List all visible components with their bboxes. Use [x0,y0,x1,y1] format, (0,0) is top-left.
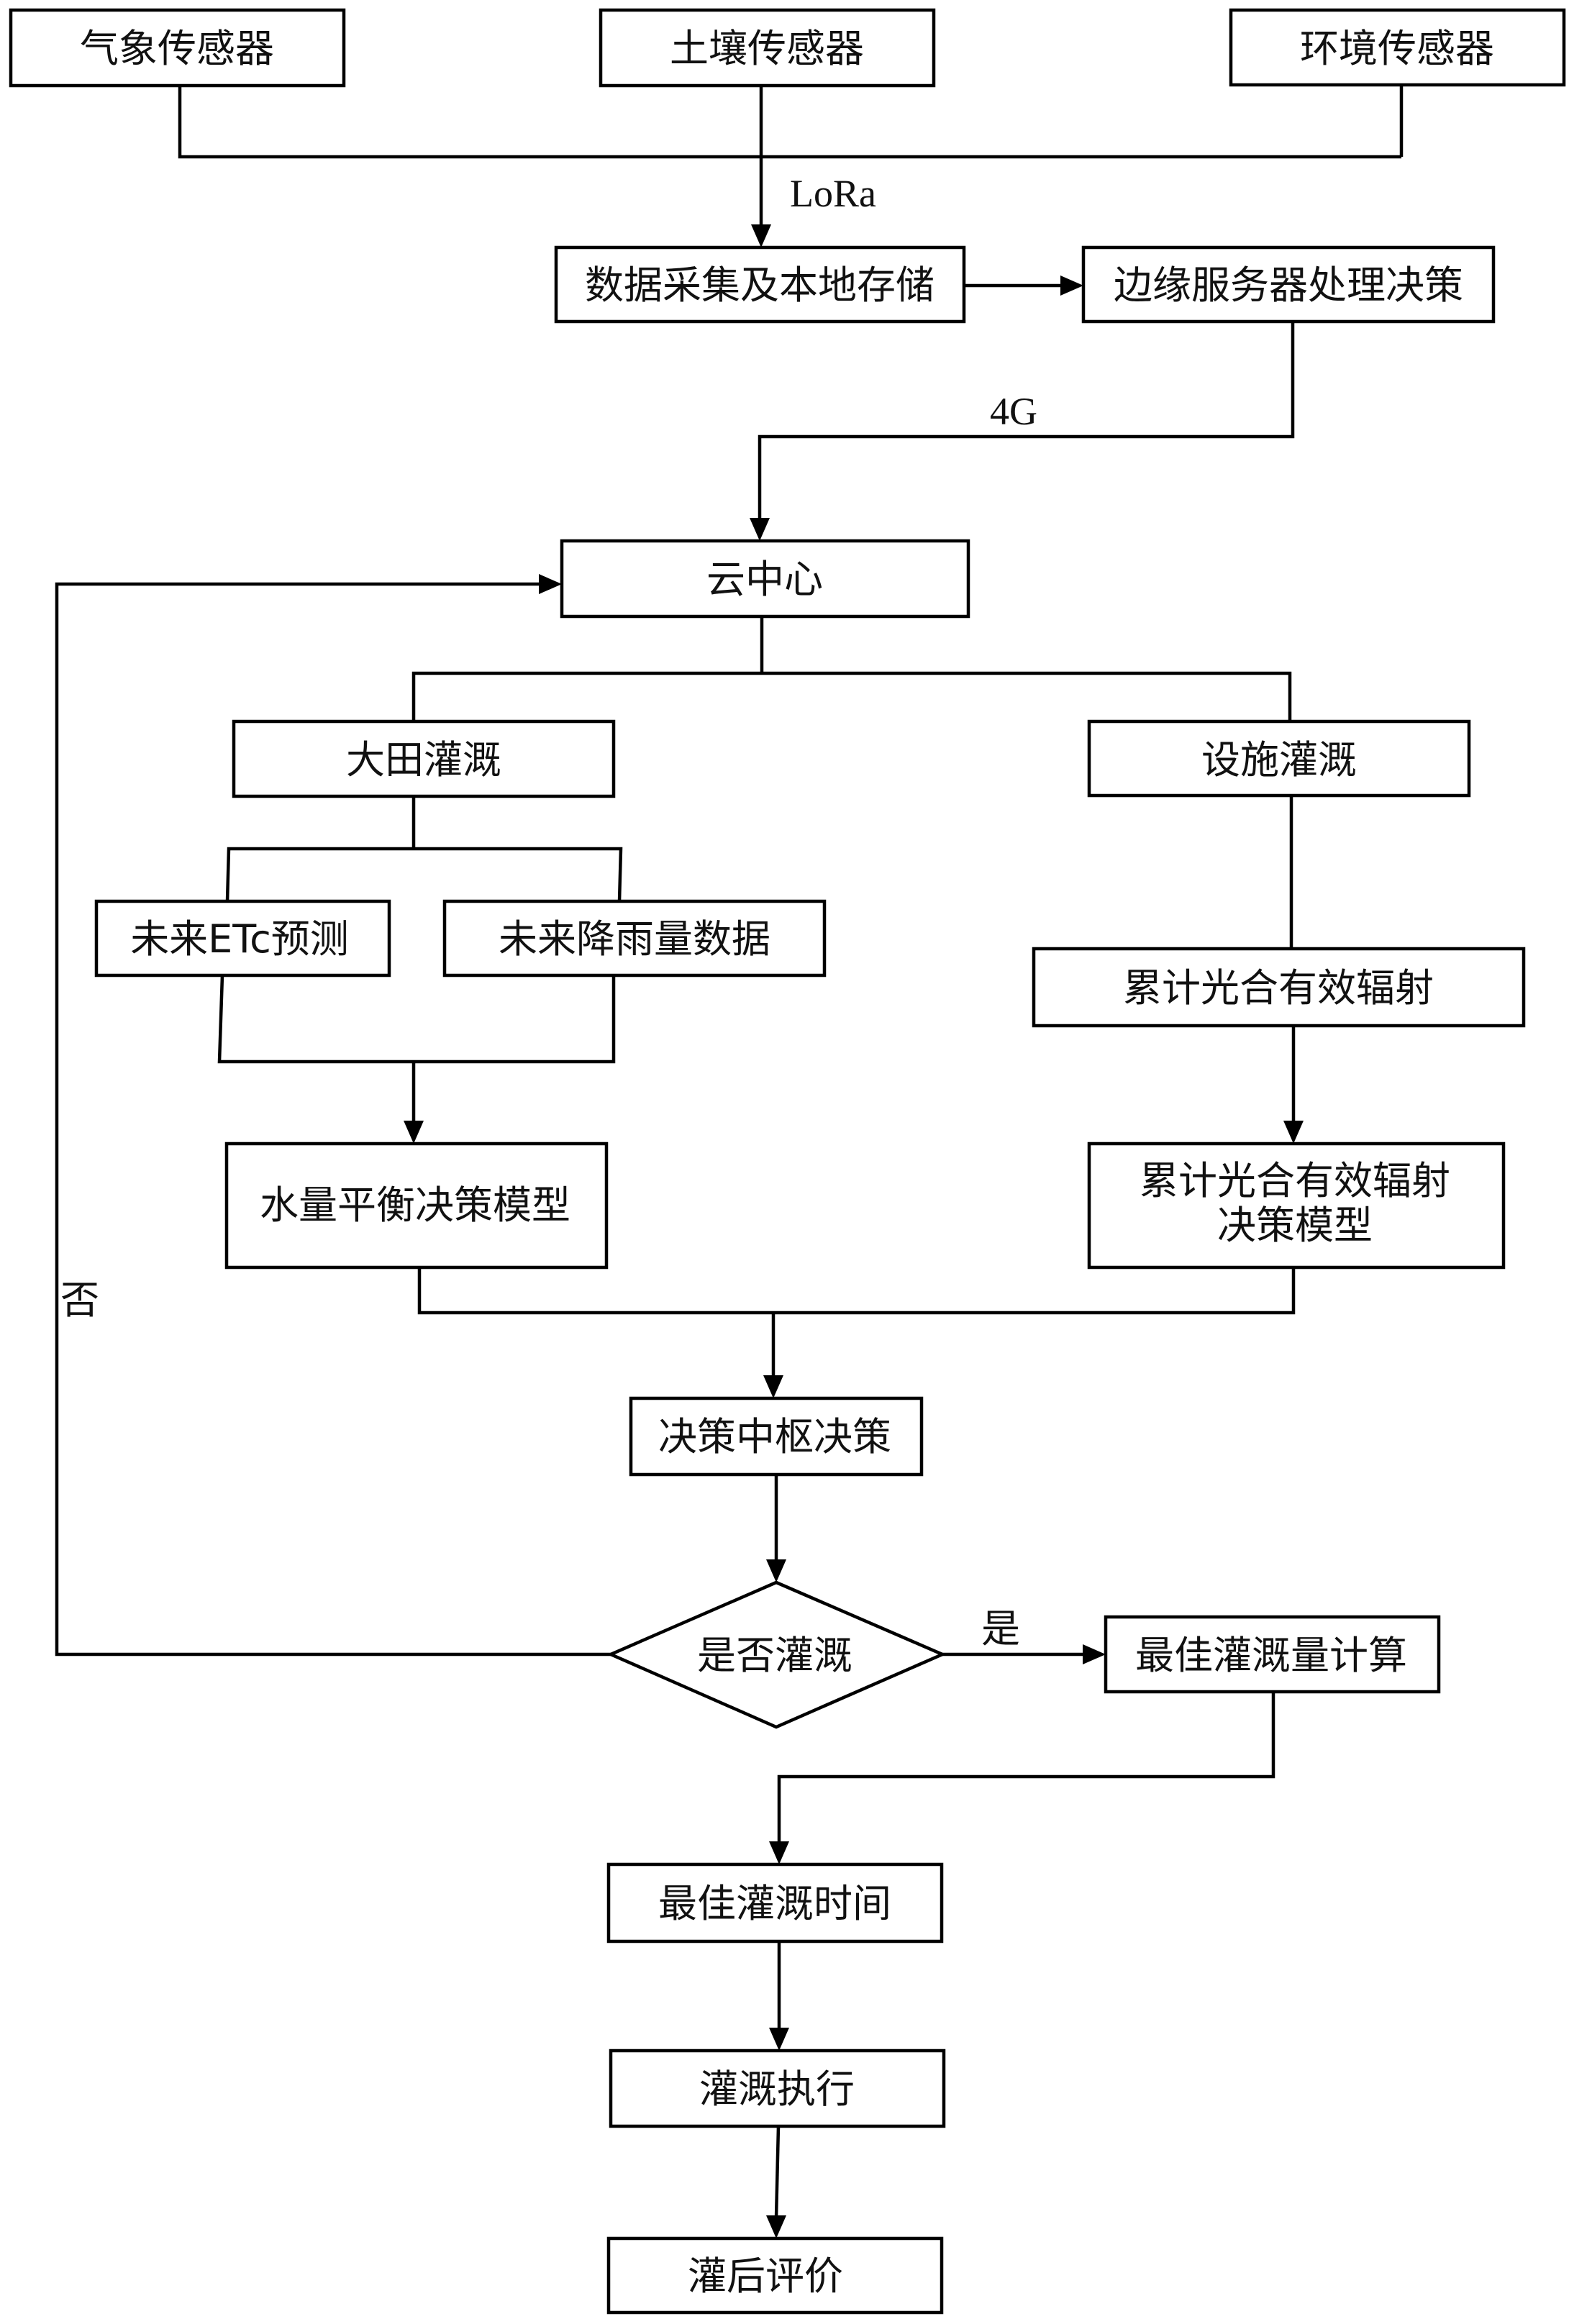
node-label: 水量平衡决策模型 [260,1182,570,1228]
edge-edge-server-to-cloud [758,322,1295,522]
node-label: 设施灌溉 [1201,737,1357,783]
node-edge-server: 边缘服务器处理决策 [1081,245,1496,324]
edge-etc-rain-join [217,975,616,1064]
node-label: 土壤传感器 [670,26,864,71]
node-par-model: 累计光合有效辐射 决策模型 [1087,1142,1506,1270]
arrowhead-cloud-top [750,518,770,541]
node-water-balance-model: 水量平衡决策模型 [224,1142,609,1270]
arrowhead-par-model [1283,1121,1304,1144]
node-irrigation-exec: 灌溉执行 [609,2049,946,2128]
edge-branch-bar [411,671,1292,721]
edge-label-lora: LoRa [790,172,876,215]
edge-exec-to-eval [774,2125,781,2219]
node-label: 灌溉执行 [699,2066,855,2112]
node-label: 未来降雨量数据 [499,916,770,962]
node-label: 边缘服务器处理决策 [1114,263,1463,308]
node-label: 云中心 [706,557,823,602]
edge-label-no: 否 [60,1277,99,1323]
arrowhead-exec [769,2028,789,2051]
arrowhead-decision [766,1559,786,1582]
edge-models-merge [417,1267,1296,1315]
node-label: 数据采集及本地存储 [585,263,934,308]
arrowhead-water-model [404,1121,424,1144]
connectors [55,85,1404,2238]
node-label: 决策中枢决策 [658,1414,891,1459]
arrowhead-best-amount [1083,1644,1106,1664]
node-post-eval: 灌后评价 [606,2236,944,2315]
node-etc-forecast: 未来ETc预测 [94,899,391,978]
arrowhead-eval [766,2215,786,2238]
node-data-collection: 数据采集及本地存储 [554,245,966,324]
node-label: 未来ETc预测 [130,916,349,962]
node-label: 大田灌溉 [346,737,501,783]
node-label: 是否灌溉 [697,1633,852,1678]
node-label: 累计光合有效辐射 [1123,965,1434,1011]
arrowhead-data-collection [751,224,771,247]
arrowhead-edge-server [1060,275,1083,296]
edge-weather-to-bus [178,86,1401,159]
node-env-sensor: 环境传感器 [1229,8,1566,87]
edge-label-4g: 4G [990,390,1037,433]
arrowhead-cloud-left [539,574,562,594]
node-cloud-center: 云中心 [560,539,970,619]
edge-field-fork [225,847,623,902]
node-soil-sensor: 土壤传感器 [599,8,936,88]
node-label: 最佳灌溉量计算 [1135,1633,1407,1678]
node-field-irrigation: 大田灌溉 [232,719,616,798]
node-weather-sensor: 气象传感器 [9,8,346,88]
node-facility-irrigation: 设施灌溉 [1087,719,1471,798]
edge-amount-to-time [777,1692,1275,1844]
node-irrigate-decision: 是否灌溉 [606,1580,947,1729]
arrowhead-best-time [769,1841,789,1864]
edge-no-loop [55,582,611,1657]
node-label: 灌后评价 [688,2254,843,2299]
node-par-accum: 累计光合有效辐射 [1032,947,1526,1028]
node-label: 最佳灌溉时间 [658,1881,891,1926]
node-best-amount: 最佳灌溉量计算 [1104,1615,1441,1694]
node-label: 环境传感器 [1300,26,1494,71]
node-decision-hub: 决策中枢决策 [629,1396,924,1477]
arrowhead-hub [763,1375,783,1398]
edge-label-yes: 是 [981,1606,1020,1651]
node-best-time: 最佳灌溉时间 [606,1862,944,1943]
node-rainfall-data: 未来降雨量数据 [442,899,827,978]
node-label-line2: 决策模型 [1217,1203,1373,1248]
node-label-line1: 累计光合有效辐射 [1140,1158,1450,1203]
node-label: 气象传感器 [80,26,274,71]
